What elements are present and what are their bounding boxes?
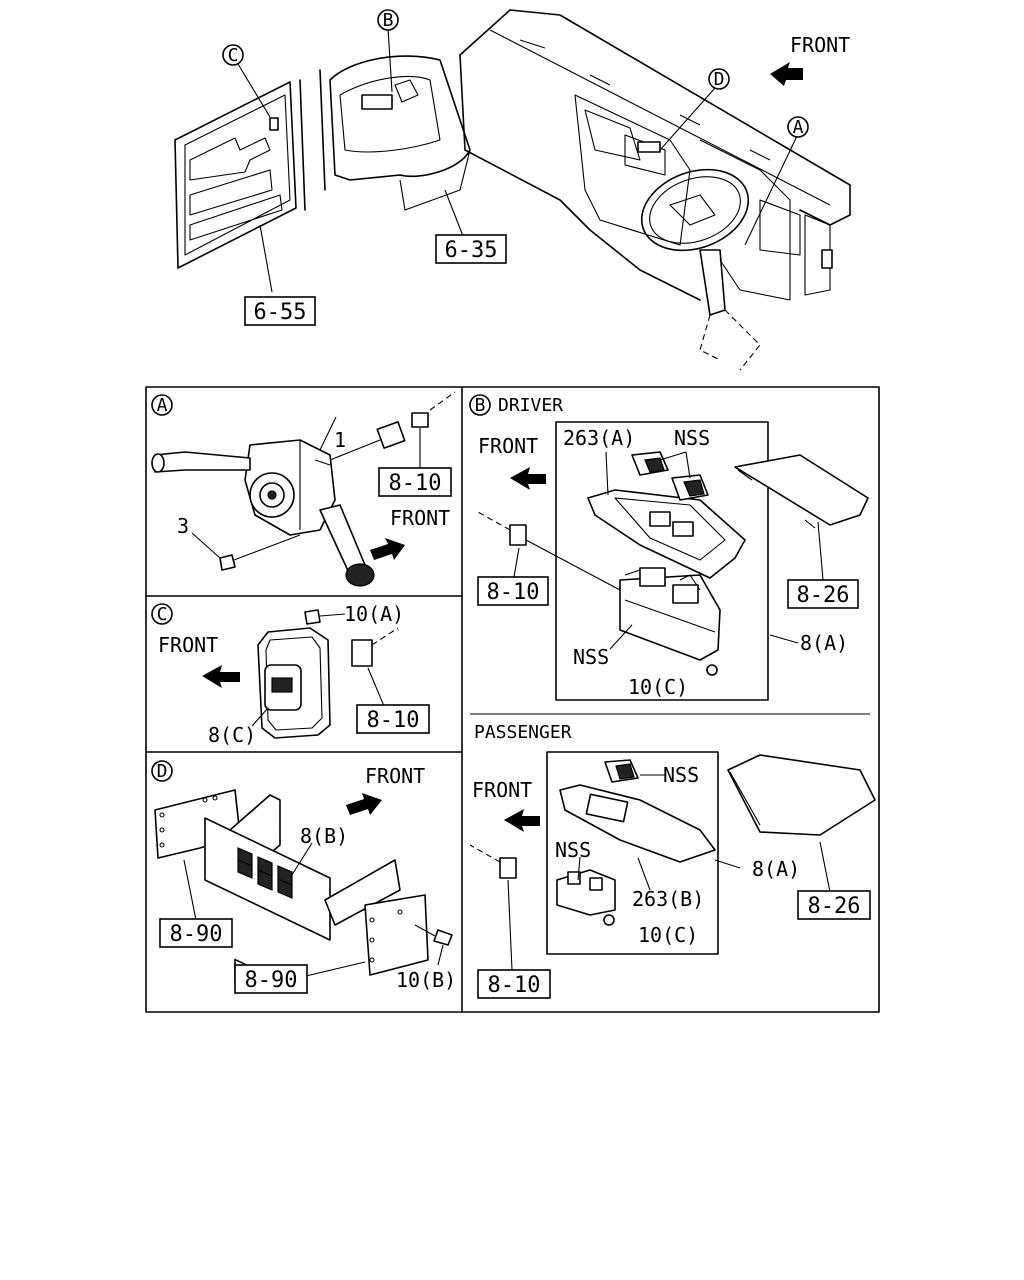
panel-b-driver-part-263a: 263(A) xyxy=(563,426,635,450)
panel-c-front-label: FRONT xyxy=(158,633,218,657)
panel-b-passenger-nss-left: NSS xyxy=(555,838,591,862)
panel-b-passenger-ref-8-26: 8-26 xyxy=(808,894,861,919)
panel-b-driver-front-label: FRONT xyxy=(478,434,538,458)
panel-c-ref-box xyxy=(356,704,430,734)
panel-a-part-3: 3 xyxy=(177,514,189,538)
panel-a-part-1: 1 xyxy=(334,428,346,452)
panel-a: A xyxy=(151,391,456,587)
panel-b-passenger-part-263b: 263(B) xyxy=(632,887,704,911)
panel-b-driver-part-10c: 10(C) xyxy=(628,675,688,699)
panel-b-passenger-front-label: FRONT xyxy=(472,778,532,802)
panel-d-part-10b: 10(B) xyxy=(396,968,456,992)
panel-b-driver-nss-bottom: NSS xyxy=(573,645,609,669)
panel-d-ref-8-90-b: 8-90 xyxy=(245,968,298,993)
callout-c: C xyxy=(228,45,239,66)
panel-b-driver-ref-box-8-10 xyxy=(477,576,549,606)
overview-front-label: FRONT xyxy=(790,33,850,57)
panel-b-driver-title: DRIVER xyxy=(498,395,563,416)
front-arrow-icon xyxy=(370,538,405,560)
panel-d: D xyxy=(151,760,453,989)
panel-d-part-8b: 8(B) xyxy=(300,824,348,848)
ref-box-6-35 xyxy=(435,234,507,264)
panel-b-driver-nss-top: NSS xyxy=(674,426,710,450)
panel-b-passenger-ref-8-10: 8-10 xyxy=(488,973,541,998)
overview-illustration xyxy=(174,9,851,371)
front-arrow-icon xyxy=(510,467,546,490)
panel-b-passenger-part-8a: 8(A) xyxy=(752,857,800,881)
panel-b-passenger-ref-box-8-10 xyxy=(477,969,551,999)
front-arrow-icon xyxy=(504,809,540,832)
callout-d: D xyxy=(714,69,725,90)
panel-d-ref-box-b xyxy=(234,964,308,994)
panel-b-driver-ref-8-26: 8-26 xyxy=(797,583,850,608)
front-arrow-icon xyxy=(346,793,382,815)
panel-a-ref-box xyxy=(378,467,452,497)
panel-c-part-8c: 8(C) xyxy=(208,723,256,747)
panel-c-ref-8-10: 8-10 xyxy=(367,708,420,733)
panel-b-driver-ref-box-8-26 xyxy=(787,579,859,609)
panel-a-callout: A xyxy=(157,395,168,416)
panel-d-callout: D xyxy=(157,761,168,782)
ref-box-6-55 xyxy=(244,296,316,326)
panel-d-ref-8-90-a: 8-90 xyxy=(170,922,223,947)
panel-b-passenger-nss-top: NSS xyxy=(663,763,699,787)
panel-a-ref-8-10: 8-10 xyxy=(389,471,442,496)
panel-b-driver: B xyxy=(469,394,869,701)
detail-frame xyxy=(145,386,880,1013)
ref-6-35-label: 6-35 xyxy=(445,238,498,263)
panel-b-driver-ref-8-10: 8-10 xyxy=(487,580,540,605)
panel-b-callout: B xyxy=(475,395,486,416)
panel-b-passenger xyxy=(469,751,876,971)
panel-c: C xyxy=(151,603,399,739)
ref-6-55-label: 6-55 xyxy=(254,300,307,325)
panel-b-driver-part-8a: 8(A) xyxy=(800,631,848,655)
panel-b-passenger-part-10c: 10(C) xyxy=(638,923,698,947)
panel-c-part-10a: 10(A) xyxy=(344,602,404,626)
panel-b-passenger-ref-box-8-26 xyxy=(797,890,871,920)
callout-circle-icon: C B D A xyxy=(222,9,809,138)
panel-d-ref-box-a xyxy=(159,918,233,948)
callout-a: A xyxy=(793,117,804,138)
callout-b: B xyxy=(383,10,394,31)
front-arrow-icon xyxy=(202,665,240,688)
panel-c-callout: C xyxy=(157,604,168,625)
panel-d-front-label: FRONT xyxy=(365,764,425,788)
front-arrow-icon xyxy=(770,62,803,86)
panel-b-passenger-title: PASSENGER xyxy=(474,722,572,743)
panel-a-front-label: FRONT xyxy=(390,506,450,530)
